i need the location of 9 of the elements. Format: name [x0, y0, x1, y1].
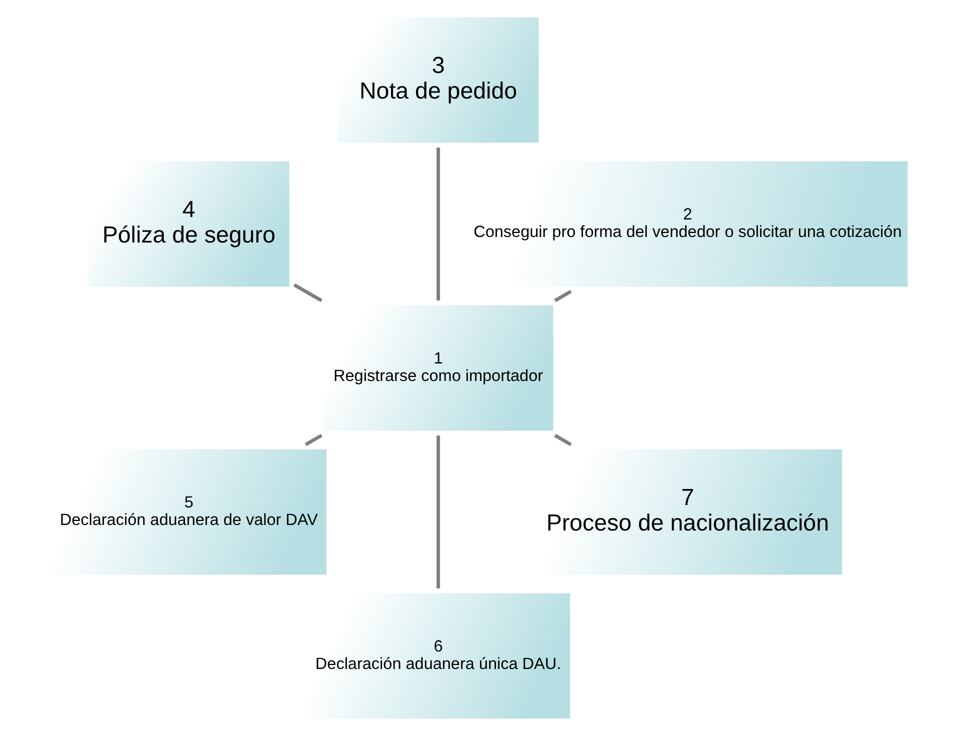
node-box: 3 Nota de pedido	[337, 17, 538, 143]
connector	[436, 148, 440, 300]
connector	[436, 436, 440, 588]
connector	[292, 283, 322, 302]
connector	[554, 290, 572, 302]
connector	[554, 434, 572, 446]
connector	[304, 434, 322, 446]
node-box: 4 Póliza de seguro	[88, 161, 289, 287]
node-box: 1 Registrarse como importador	[322, 305, 553, 431]
